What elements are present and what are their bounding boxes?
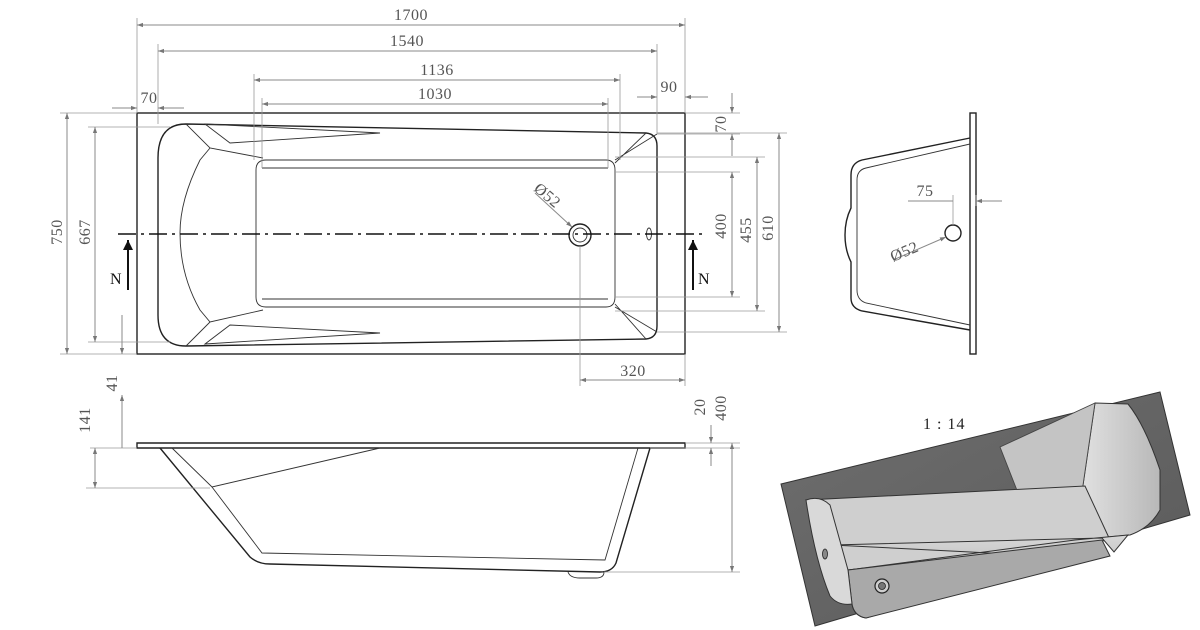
- top-view: N N: [110, 112, 710, 355]
- dim-rim-thickness: 20: [692, 399, 709, 416]
- dim-left-rim: 70: [141, 90, 158, 107]
- end-view-rim: [969, 112, 977, 355]
- side-view-shell: [159, 447, 651, 573]
- iso-left-end: [805, 497, 853, 605]
- dim-side-height: 141: [77, 407, 94, 433]
- dim-overall-width: 750: [49, 219, 66, 245]
- dim-bottom-width: 400: [713, 213, 730, 239]
- scale-label: 1 : 14: [923, 416, 965, 433]
- dim-bottom-clearance: 41: [104, 375, 121, 392]
- drain-outer-ring: [568, 223, 592, 247]
- top-horizontal-dimensions: 1700 1540 1136 1030 70 90: [112, 7, 708, 168]
- iso-end-panel: [1074, 402, 1161, 541]
- dim-total-depth: 400: [713, 395, 730, 421]
- end-view-drain: [944, 224, 962, 242]
- iso-overflow-hole: [822, 548, 828, 560]
- side-view: [136, 442, 686, 579]
- side-view-rim: [136, 442, 686, 449]
- dim-overall-length: 1700: [394, 7, 428, 24]
- drain-dimensions: Ø52 320: [530, 180, 686, 386]
- isometric-view: [780, 391, 1191, 627]
- drain-inner-ring: [572, 227, 588, 243]
- dim-rim-width: 610: [760, 215, 777, 241]
- end-view: 75 Ø52: [844, 112, 1002, 355]
- end-view-shell: [844, 137, 971, 331]
- dim-flat-length: 1030: [418, 86, 452, 103]
- left-vertical-dimensions: 750 667: [49, 112, 170, 355]
- dim-end-drain-diameter: Ø52: [888, 239, 921, 266]
- side-view-dimensions: 41 141 20 400: [77, 315, 740, 573]
- dim-top-rim: 70: [713, 116, 730, 133]
- dim-right-rim: 90: [661, 79, 678, 96]
- top-view-inner-rim: [157, 123, 658, 347]
- dim-drain-offset: 320: [620, 363, 646, 380]
- iso-front-face: [847, 539, 1111, 619]
- dim-inner-length: 1540: [390, 33, 424, 50]
- dim-end-offset: 75: [917, 183, 934, 200]
- iso-drain-inner: [878, 582, 886, 590]
- section-label-left: N: [110, 271, 122, 288]
- right-vertical-dimensions: 70 400 455 610: [615, 93, 787, 333]
- dim-bottom-length: 1136: [420, 62, 453, 79]
- section-label-right: N: [698, 271, 710, 288]
- dim-drain-diameter: Ø52: [530, 180, 563, 212]
- top-view-bottom-outline: [255, 159, 616, 308]
- dim-mid-width: 455: [738, 217, 755, 243]
- dim-inner-width: 667: [77, 219, 94, 245]
